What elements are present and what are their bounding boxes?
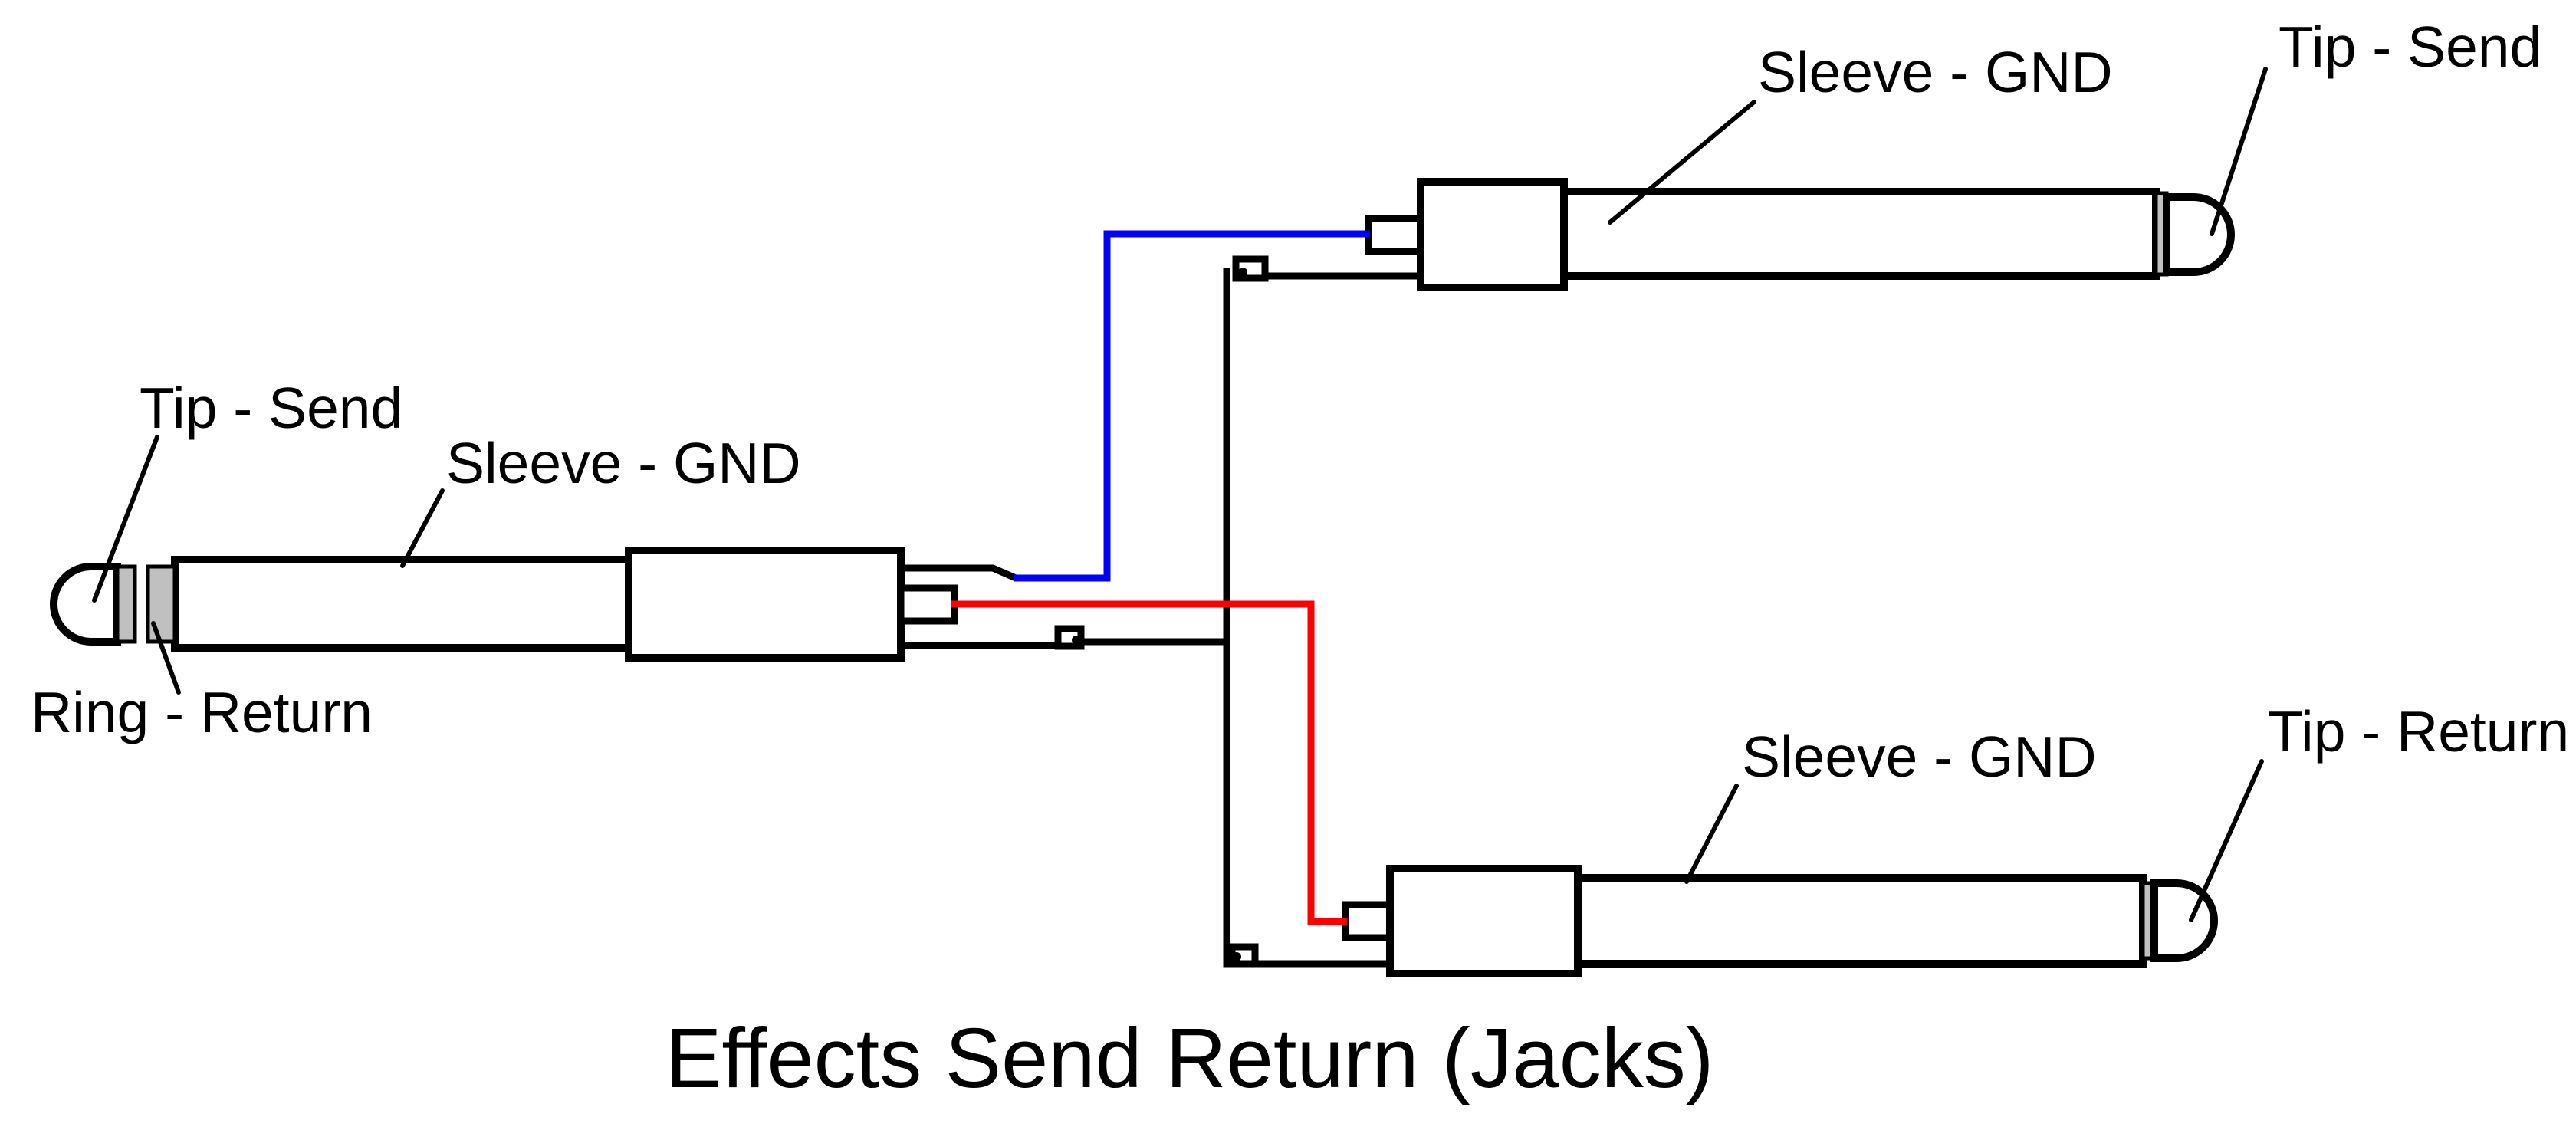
leader-bottom-tip <box>2189 759 2264 922</box>
top-right-ts-plug <box>1232 178 2236 291</box>
label-bottom-tip-return: Tip - Return <box>2268 699 2569 764</box>
leader-left-tip <box>92 435 159 603</box>
bottom-jack-tip <box>2150 879 2219 962</box>
ground-wiring <box>901 268 1421 968</box>
left-trs-plug <box>49 547 958 662</box>
bottom-jack-body <box>1386 865 1582 978</box>
left-plug-insulator-band-1 <box>115 564 137 644</box>
label-top-tip-send: Tip - Send <box>2279 15 2542 79</box>
ground-trunk <box>1223 268 1390 968</box>
bottom-right-ts-plug <box>1228 865 2219 978</box>
label-left-tip-send: Tip - Send <box>140 376 402 440</box>
leader-top-tip <box>2210 67 2268 236</box>
solder-dot-top-sleeve <box>1238 268 1247 277</box>
left-plug-ring-lug <box>897 584 958 625</box>
left-plug-body <box>625 547 905 662</box>
label-left-ring-return: Ring - Return <box>31 680 373 744</box>
solder-dot-bottom-sleeve <box>1232 952 1241 961</box>
top-jack-tip <box>2163 193 2236 276</box>
bottom-jack-barrel <box>1574 874 2147 968</box>
label-top-sleeve-gnd: Sleeve - GND <box>1758 40 2113 104</box>
left-plug-tip <box>49 563 121 646</box>
top-jack-tip-lug <box>1365 215 1424 255</box>
left-plug-insulator-band-2 <box>146 564 177 644</box>
left-tip-wire-exit <box>901 564 1017 582</box>
leader-top-sleeve <box>1608 100 1756 225</box>
top-jack-body <box>1417 178 1568 291</box>
label-bottom-sleeve-gnd: Sleeve - GND <box>1742 724 2097 789</box>
top-jack-barrel <box>1560 188 2160 280</box>
leader-bottom-sleeve <box>1684 784 1739 884</box>
diagram-title: Effects Send Return (Jacks) <box>665 1011 1714 1106</box>
send-wire-blue <box>1014 230 1370 582</box>
left-plug-barrel <box>171 556 632 652</box>
solder-dot-left-ground <box>1072 636 1081 645</box>
return-wire-red <box>951 600 1347 925</box>
leader-left-ring <box>151 621 181 695</box>
label-left-sleeve-gnd: Sleeve - GND <box>446 431 801 495</box>
bottom-jack-tip-lug <box>1342 901 1394 941</box>
leader-left-sleeve <box>400 488 445 568</box>
